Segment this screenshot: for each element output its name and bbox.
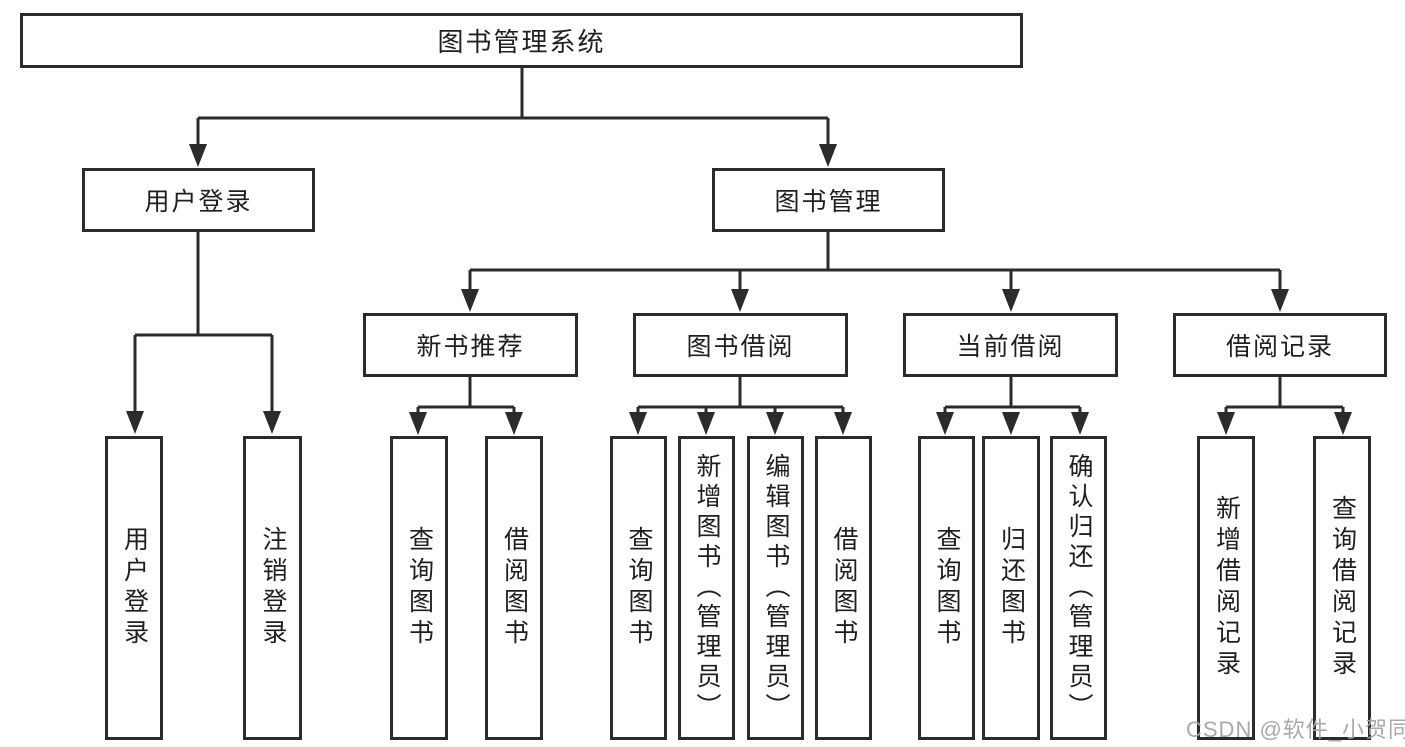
leaf-query-books: 查询图书 <box>610 436 667 740</box>
node-label: 当前借阅 <box>956 333 1065 361</box>
leaf-confirm-return-admin: 确认归还（管理员） <box>1050 436 1107 740</box>
leaf-user-login: 用户登录 <box>105 436 163 740</box>
node-current-borrowing: 当前借阅 <box>903 313 1118 377</box>
leaf-label: 借阅图书 <box>500 526 529 650</box>
leaf-add-books-admin: 新增图书（管理员） <box>678 436 735 740</box>
node-label: 用户登录 <box>144 188 253 216</box>
leaf-borrow-books: 借阅图书 <box>485 436 543 740</box>
leaf-label: 借阅图书 <box>830 526 858 650</box>
leaf-borrow-books: 借阅图书 <box>815 436 872 740</box>
node-label: 借阅记录 <box>1225 333 1334 361</box>
leaf-label: 查询图书 <box>625 526 653 650</box>
leaf-label: 归还图书 <box>997 526 1026 650</box>
leaf-label: 查询图书 <box>405 526 434 650</box>
node-book-borrowing: 图书借阅 <box>633 313 848 377</box>
node-book-management: 图书管理 <box>712 168 945 232</box>
leaf-return-books: 归还图书 <box>982 436 1040 740</box>
leaf-query-books: 查询图书 <box>918 436 975 740</box>
leaf-label: 确认归还（管理员） <box>1065 453 1093 723</box>
node-root: 图书管理系统 <box>20 13 1023 68</box>
leaf-label: 用户登录 <box>120 526 149 650</box>
node-label: 新书推荐 <box>416 333 525 361</box>
leaf-add-borrowing-record: 新增借阅记录 <box>1197 436 1255 740</box>
node-user-login: 用户登录 <box>82 168 315 232</box>
leaf-logout: 注销登录 <box>243 436 302 740</box>
leaf-label: 新增借阅记录 <box>1212 495 1241 681</box>
node-borrowing-records: 借阅记录 <box>1173 313 1387 377</box>
leaf-query-books: 查询图书 <box>390 436 448 740</box>
leaf-label: 查询借阅记录 <box>1328 495 1357 681</box>
watermark: CSDN @软件_小贺同学 <box>1186 717 1405 742</box>
node-label: 图书管理系统 <box>437 27 606 57</box>
node-new-book-recommendation: 新书推荐 <box>363 313 578 377</box>
leaf-query-borrowing-record: 查询借阅记录 <box>1313 436 1371 740</box>
node-label: 图书借阅 <box>686 333 795 361</box>
leaf-label: 新增图书（管理员） <box>693 453 721 723</box>
node-label: 图书管理 <box>774 188 883 216</box>
arrowheads <box>126 144 1352 435</box>
leaf-label: 注销登录 <box>259 526 287 650</box>
leaf-label: 编辑图书（管理员） <box>762 453 790 723</box>
leaf-label: 查询图书 <box>933 526 961 650</box>
leaf-edit-books-admin: 编辑图书（管理员） <box>747 436 804 740</box>
